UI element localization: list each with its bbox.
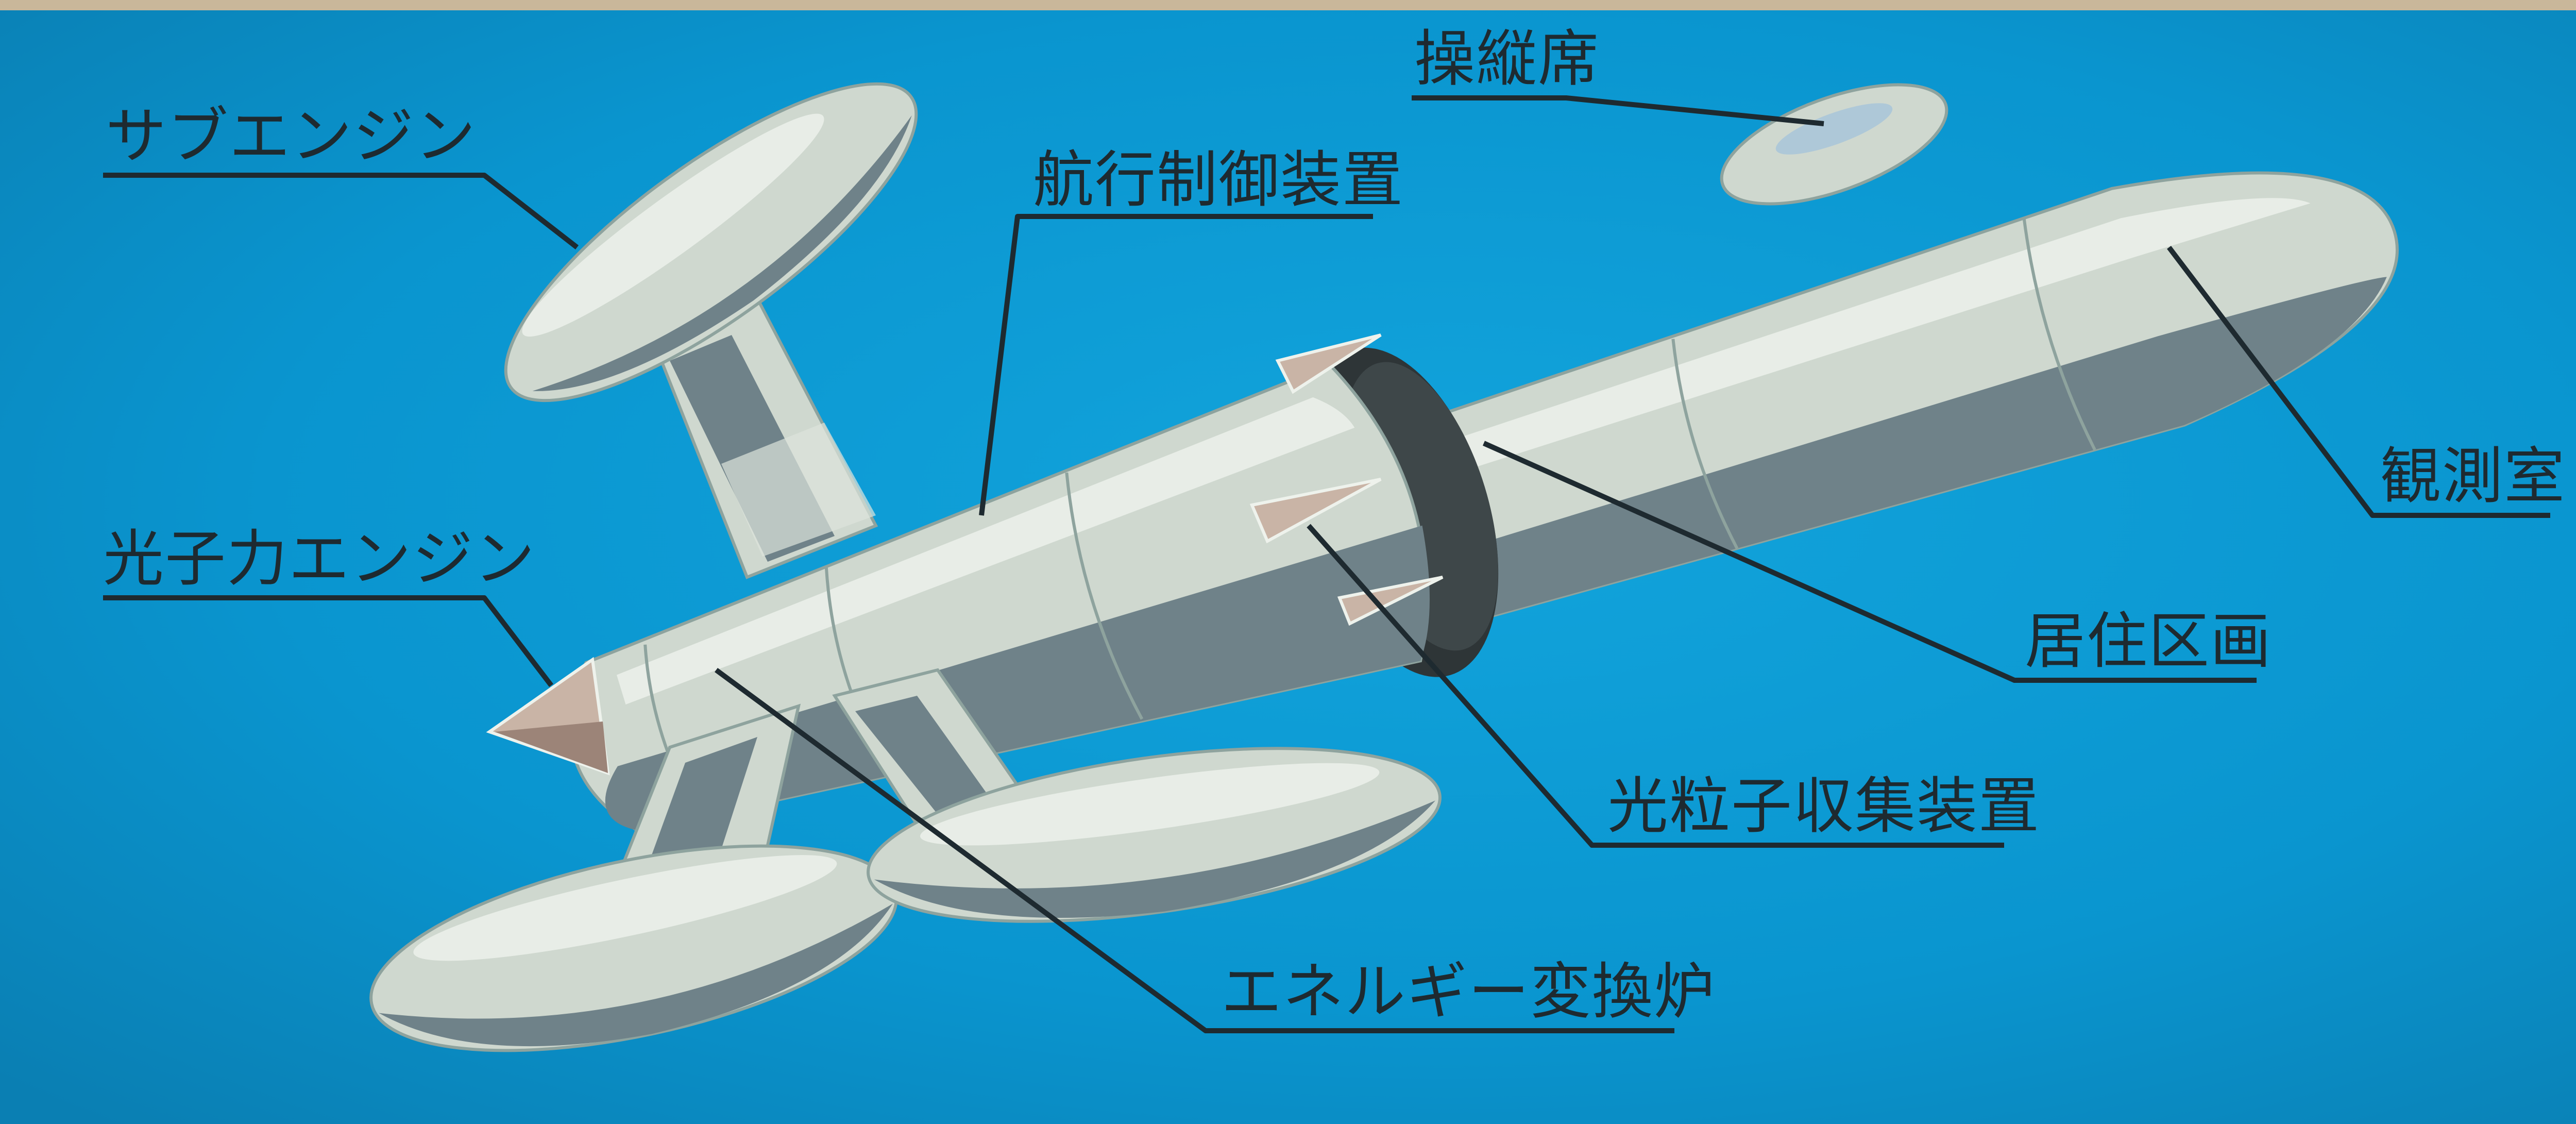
leader-energy-converter <box>715 667 1674 1033</box>
label-observation-room: 観測室 <box>2380 441 2566 512</box>
top-band <box>0 0 2576 10</box>
sub-engine-pod <box>504 82 918 402</box>
sub-engine-assembly <box>504 82 918 579</box>
label-sub-engine: サブエンジン <box>106 100 477 172</box>
leader-photon-engine <box>103 595 553 687</box>
label-photon-collector: 光粒子収集装置 <box>1607 770 2041 842</box>
leader-nav-control <box>979 214 1373 516</box>
leader-photon-collector <box>1307 524 2004 848</box>
label-energy-converter: エネルギー変換炉 <box>1221 956 1716 1027</box>
label-nav-control: 航行制御装置 <box>1033 144 1404 215</box>
leader-lines <box>103 95 2550 1033</box>
label-living-quarters: 居住区画 <box>2025 606 2273 677</box>
leader-observation-room <box>2167 245 2550 518</box>
leader-living-quarters <box>1482 441 2257 683</box>
label-photon-engine: 光子力エンジン <box>103 523 536 594</box>
label-cockpit: 操縦席 <box>1414 23 1600 94</box>
collector-spikes <box>1249 333 1444 626</box>
photon-engine-cone <box>486 657 610 776</box>
leader-sub-engine <box>103 173 579 249</box>
cockpit-dome <box>1720 83 1948 206</box>
leader-cockpit <box>1412 95 1824 126</box>
